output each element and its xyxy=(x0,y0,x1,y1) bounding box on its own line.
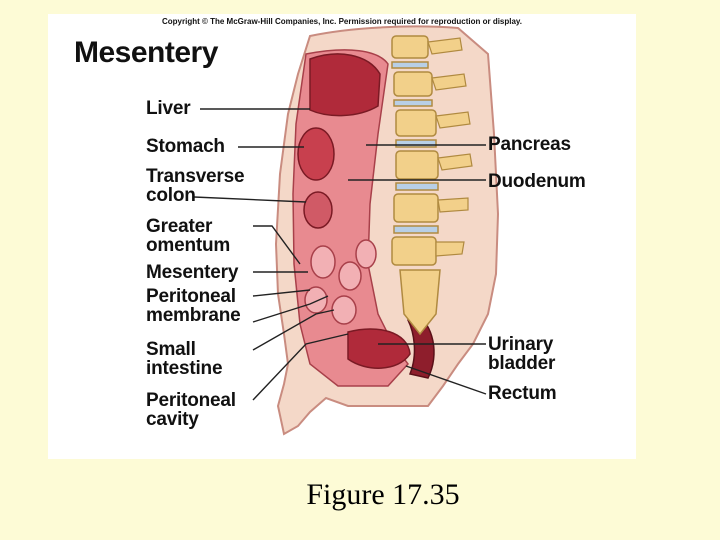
label-duodenum: Duodenum xyxy=(488,171,586,192)
label-greater-omentum: Greater omentum xyxy=(146,216,231,256)
figure-panel: Copyright © The McGraw-Hill Companies, I… xyxy=(48,14,636,459)
rectum-shape xyxy=(407,313,435,379)
figure-caption: Figure 17.35 xyxy=(306,478,460,511)
page-title: Mesentery xyxy=(74,36,218,69)
copyright-notice: Copyright © The McGraw-Hill Companies, I… xyxy=(161,17,523,26)
label-peritoneal-cavity: Peritoneal cavity xyxy=(146,390,236,430)
right-leader-lines xyxy=(348,144,487,395)
label-transverse-colon: Transverse colon xyxy=(146,166,245,206)
label-small-intestine: Small intestine xyxy=(146,339,223,379)
label-rectum: Rectum xyxy=(488,383,557,404)
label-peritoneal-membrane: Peritoneal membrane xyxy=(146,286,241,326)
label-urinary-bladder: Urinary bladder xyxy=(488,334,556,374)
bladder-shape xyxy=(347,328,411,369)
label-pancreas: Pancreas xyxy=(488,134,571,155)
label-liver: Liver xyxy=(146,98,191,119)
liver-shape xyxy=(309,53,381,117)
stomach-shape xyxy=(297,127,335,181)
label-mesentery: Mesentery xyxy=(146,262,239,283)
colon-shape xyxy=(303,191,333,229)
left-leader-lines xyxy=(193,108,349,401)
spine xyxy=(391,35,441,336)
label-stomach: Stomach xyxy=(146,136,225,157)
spinous-processes xyxy=(427,37,473,257)
anatomy-illustration xyxy=(193,25,500,436)
